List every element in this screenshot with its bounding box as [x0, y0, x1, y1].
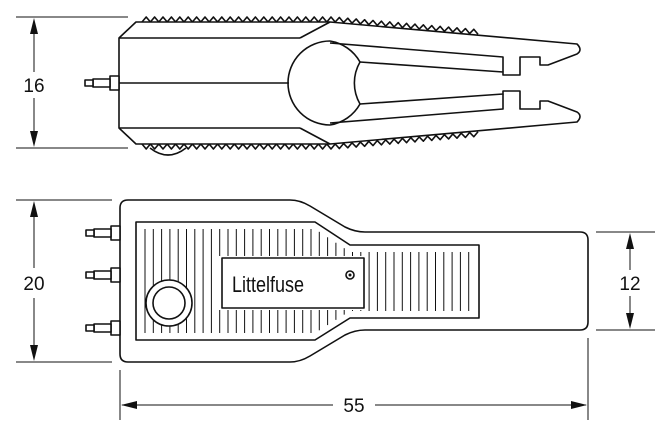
- brand-label: Littelfuse: [232, 272, 304, 297]
- connector-pin: [84, 75, 120, 91]
- release-button-inner: [152, 286, 186, 320]
- connector-pins: [85, 225, 121, 336]
- dimension-label-16: 16: [23, 76, 44, 97]
- dimension-label-12: 12: [619, 274, 640, 295]
- brand-label-plate: [221, 257, 365, 309]
- puller-body-top: [118, 21, 581, 145]
- dimension-20: 20: [16, 199, 112, 363]
- dimension-label-20: 20: [23, 274, 44, 295]
- dimension-16: 16: [16, 16, 128, 149]
- top-view: 16: [16, 16, 581, 156]
- dimension-55: 55: [119, 338, 589, 420]
- dimension-12: 12: [596, 231, 655, 331]
- pivot-circle: [287, 40, 331, 126]
- dimension-label-55: 55: [343, 396, 364, 417]
- connector-pin: [85, 267, 121, 283]
- rivet-icon: [345, 270, 355, 280]
- grip-ribs: [144, 229, 470, 333]
- front-view: 20 12 55 Littelfuse: [16, 199, 655, 420]
- grip-panel: [135, 221, 480, 341]
- connector-pin: [85, 225, 121, 241]
- side-bump: [149, 147, 187, 156]
- connector-pin: [85, 320, 121, 336]
